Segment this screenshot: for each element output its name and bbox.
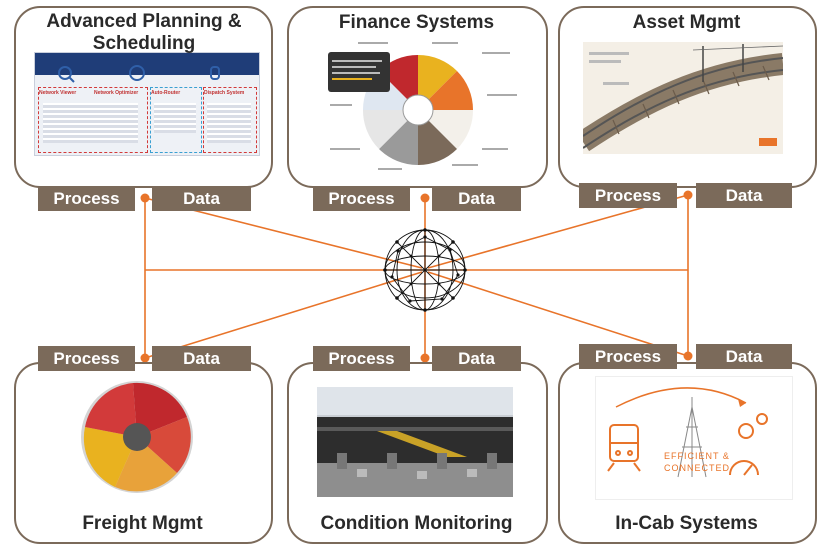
freight-process-tag[interactable]: Process (38, 346, 135, 371)
freight-cycle-graphic (81, 381, 193, 493)
incab-process-tag[interactable]: Process (579, 344, 677, 369)
planning-header-1: Network Viewer (39, 90, 77, 96)
planning-header-3: Auto-Router (151, 90, 181, 96)
planning-title: Advanced Planning & Scheduling (46, 11, 242, 54)
condition-process-tag[interactable]: Process (313, 346, 410, 371)
incab-data-tag[interactable]: Data (696, 344, 792, 369)
planning-header-4: Dispatch System (204, 90, 245, 96)
incab-badge-line1: EFFICIENT & (664, 451, 730, 461)
asset-title: Asset Mgmt (632, 12, 741, 33)
globe-network-icon (383, 228, 467, 312)
planning-process-tag[interactable]: Process (38, 186, 135, 211)
condition-locomotive-photo (317, 387, 513, 497)
freight-title: Freight Mgmt (82, 513, 203, 534)
incab-badge-line2: CONNECTED (664, 463, 731, 473)
condition-title: Condition Monitoring (320, 513, 513, 534)
freight-data-tag[interactable]: Data (152, 346, 251, 371)
asset-process-tag[interactable]: Process (579, 183, 677, 208)
condition-data-tag[interactable]: Data (432, 346, 521, 371)
incab-title: In-Cab Systems (615, 513, 758, 534)
finance-data-tag[interactable]: Data (432, 186, 521, 211)
finance-process-tag[interactable]: Process (313, 186, 410, 211)
finance-title: Finance Systems (338, 12, 495, 33)
planning-header-2: Network Optimizer (94, 90, 139, 96)
asset-railway-graphic (583, 42, 783, 154)
asset-data-tag[interactable]: Data (696, 183, 792, 208)
finance-wheel-graphic (328, 42, 517, 170)
planning-screenshot: Network Viewer Network Optimizer Auto-Ro… (34, 52, 260, 156)
planning-data-tag[interactable]: Data (152, 186, 251, 211)
incab-graphic: EFFICIENT & CONNECTED (595, 376, 793, 500)
connector-nodes (140, 190, 693, 363)
